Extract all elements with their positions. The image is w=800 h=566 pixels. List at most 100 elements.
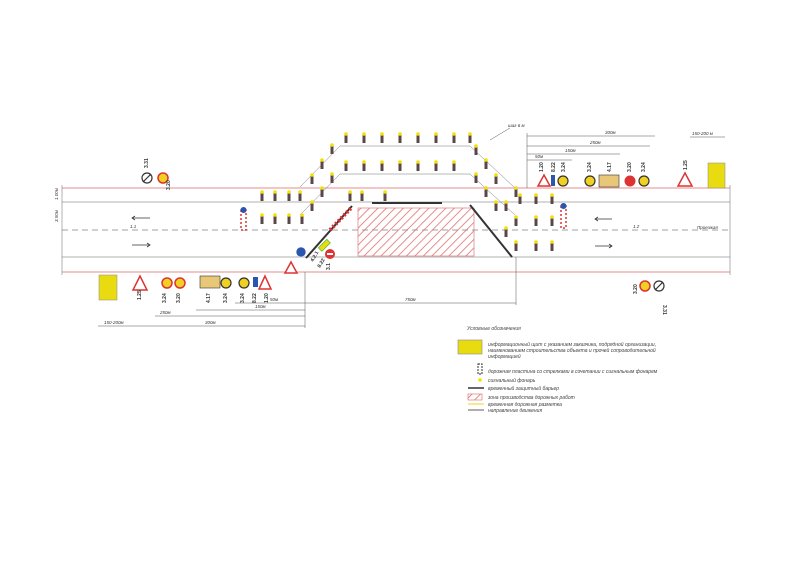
svg-text:зона производства дорожных раб: зона производства дорожных работ xyxy=(487,395,575,401)
signal-lamp-icon xyxy=(484,186,488,190)
signal-lamp-icon xyxy=(287,213,291,217)
lamp-post xyxy=(494,175,498,184)
work-zone xyxy=(357,207,475,257)
svg-text:наименованием строительства об: наименованием строительства объекта и пр… xyxy=(488,347,656,354)
signs-top-right: 1.20 8.22 3.24 3.24 4.17 3.20 3.24 1.25 xyxy=(536,160,726,189)
svg-text:300м: 300м xyxy=(605,130,616,135)
svg-text:250м: 250м xyxy=(159,310,171,315)
lamp-post xyxy=(310,202,314,211)
lamp-post xyxy=(260,192,264,201)
lamp-post xyxy=(416,134,420,143)
svg-text:3.20: 3.20 xyxy=(633,284,639,294)
lamp-post xyxy=(494,202,498,211)
svg-text:3.20: 3.20 xyxy=(176,293,182,303)
signal-lamp-icon xyxy=(273,213,277,217)
signal-lamp-icon xyxy=(344,132,348,136)
lamp-post xyxy=(273,215,277,224)
signal-lamp-icon xyxy=(398,132,402,136)
svg-text:1.20: 1.20 xyxy=(264,293,270,303)
svg-text:50м: 50м xyxy=(270,297,278,302)
svg-text:50м: 50м xyxy=(535,154,543,159)
lamp-post xyxy=(550,195,554,204)
svg-text:временный защитный барьер: временный защитный барьер xyxy=(488,385,559,392)
signal-lamp-icon xyxy=(514,186,518,190)
svg-text:8.22: 8.22 xyxy=(551,162,557,172)
svg-text:информационный щит с указанием: информационный щит с указанием заказчика… xyxy=(488,341,656,348)
signal-lamp-icon xyxy=(494,173,498,177)
lamp-post xyxy=(534,242,538,251)
signal-lamp-icon xyxy=(504,200,508,204)
lamp-post xyxy=(362,134,366,143)
svg-text:дорожная пластина со стрелками: дорожная пластина со стрелками в сочетан… xyxy=(488,369,658,375)
signal-lamp-icon xyxy=(320,158,324,162)
info-board xyxy=(707,162,726,189)
svg-text:3.31: 3.31 xyxy=(144,158,150,168)
svg-text:150-200 м: 150-200 м xyxy=(692,131,713,136)
svg-text:1.1: 1.1 xyxy=(130,224,137,229)
signal-lamp-icon xyxy=(494,200,498,204)
svg-text:8.22: 8.22 xyxy=(252,293,258,303)
signal-lamp-icon xyxy=(380,132,384,136)
signal-lamp-icon xyxy=(362,160,366,164)
lamp-post xyxy=(287,215,291,224)
svg-text:3.24: 3.24 xyxy=(240,293,246,303)
lamp-post xyxy=(452,134,456,143)
svg-text:1.25: 1.25 xyxy=(137,290,143,300)
signal-lamp-icon xyxy=(550,193,554,197)
svg-text:3.50м: 3.50м xyxy=(54,210,59,222)
svg-text:сигнальный фонарь: сигнальный фонарь xyxy=(488,377,536,384)
lamp-post xyxy=(330,145,334,154)
signal-lamp-icon xyxy=(484,158,488,162)
svg-text:150-200м: 150-200м xyxy=(104,320,124,325)
svg-text:150м: 150м xyxy=(565,148,576,153)
svg-text:8.22: 8.22 xyxy=(317,257,327,269)
signal-lamp-icon xyxy=(310,173,314,177)
svg-text:информацией: информацией xyxy=(488,353,521,360)
lamp-post xyxy=(300,215,304,224)
svg-text:150м: 150м xyxy=(255,304,266,309)
signal-lamp-icon xyxy=(360,190,364,194)
lamp-post xyxy=(380,134,384,143)
svg-text:направление движения: направление движения xyxy=(488,408,542,414)
lamp-post xyxy=(260,215,264,224)
svg-text:1.00м: 1.00м xyxy=(54,188,59,200)
svg-text:750м: 750м xyxy=(405,297,416,302)
signal-lamp-icon xyxy=(344,160,348,164)
lamp-post xyxy=(514,188,518,197)
striped-plate xyxy=(240,203,567,231)
lamp-post xyxy=(550,217,554,226)
road-works-sign-icon xyxy=(131,274,149,291)
lamp-post xyxy=(416,162,420,171)
signal-lamp-icon xyxy=(260,190,264,194)
lamp-post xyxy=(474,174,478,183)
svg-text:Условные обозначения: Условные обозначения xyxy=(467,326,521,332)
signal-lamp-icon xyxy=(383,190,387,194)
lamp-post xyxy=(298,192,302,201)
signal-lamp-icon xyxy=(310,200,314,204)
signs-center: 4.2.1 8.22 3.1 xyxy=(283,238,335,274)
svg-text:4.17: 4.17 xyxy=(607,162,613,172)
dimension-labels: 300м 250м 150м 50м 150-200м 750м 300м 25… xyxy=(54,123,718,325)
lamp-post xyxy=(534,217,538,226)
lamp-post xyxy=(320,188,324,197)
signal-lamp-icon xyxy=(504,226,508,230)
signal-lamp-icon xyxy=(287,190,291,194)
signal-lamp-icon xyxy=(362,132,366,136)
signal-lamp-icon xyxy=(550,240,554,244)
lamp-post xyxy=(398,162,402,171)
lamp-post xyxy=(484,188,488,197)
signal-lamp-icon xyxy=(474,144,478,148)
signal-lamp-icon xyxy=(452,160,456,164)
signal-lamp-icon xyxy=(260,213,264,217)
lamp-post xyxy=(514,217,518,226)
signal-lamp-icon xyxy=(534,215,538,219)
svg-text:3.24: 3.24 xyxy=(223,293,229,303)
svg-text:3.20: 3.20 xyxy=(166,180,172,190)
lamp-post xyxy=(344,134,348,143)
lamp-post xyxy=(287,192,291,201)
signs-bottom-left: 1.25 3.24 3.20 4.17 3.24 3.24 8.22 1.20 xyxy=(98,274,273,303)
lamp-post xyxy=(360,192,364,201)
signal-lamp-icon xyxy=(534,193,538,197)
speed-limit-sign-icon xyxy=(157,172,169,184)
